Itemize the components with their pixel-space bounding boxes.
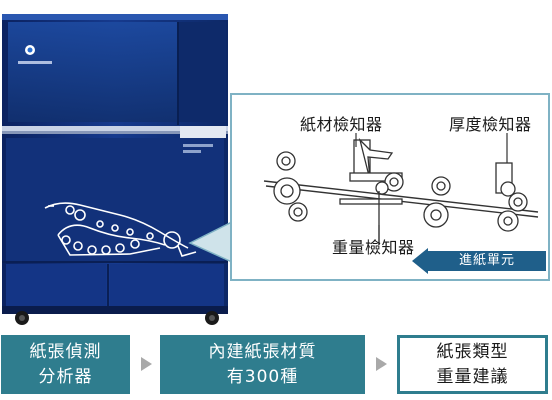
thickness-sensor-label: 厚度檢知器 [449,115,532,134]
transport-rollers [423,176,451,228]
printer-illustration [2,14,233,325]
flow-step-recommendation: 紙張類型 重量建議 [397,335,548,394]
wheels [15,311,219,325]
flow-step-media-sensor: 紙張偵測 分析器 [1,335,130,394]
sensor-callout: 紙材檢知器 厚度檢知器 重量檢知器 進紙單元 [230,93,550,281]
leader-lines [355,133,508,245]
paper-feed-arrow-icon [412,248,428,274]
model-badge [183,144,213,153]
media-sensor-unit [339,137,404,245]
thickness-sensor-unit [495,162,528,232]
flow-arrow-icon [376,357,387,371]
paper-feed-label: 進紙單元 [428,251,546,271]
weight-sensor-label: 重量檢知器 [332,238,415,257]
sensor-diagram [263,133,539,245]
flow-step-paper-database: 內建紙張材質 有300種 [160,335,365,394]
media-sensor-label: 紙材檢知器 [300,115,383,134]
printer-body [2,14,228,314]
brand-logo [18,45,52,64]
flow-arrow-icon [141,357,152,371]
feed-rollers [273,151,308,222]
paper-path-outline [44,202,197,257]
